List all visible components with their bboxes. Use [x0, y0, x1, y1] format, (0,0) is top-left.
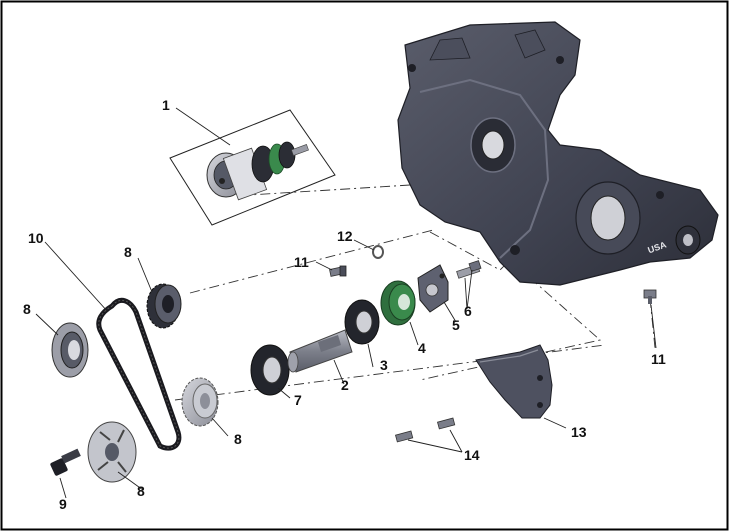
callout-6: 6	[464, 303, 472, 319]
callout-8-seal-ring: 8	[23, 301, 31, 317]
callout-12: 12	[337, 228, 353, 244]
part-4-green-seal	[380, 280, 416, 326]
callout-7: 7	[294, 392, 302, 408]
callout-8-upper-pulley: 8	[124, 244, 132, 260]
part-6-pins	[456, 260, 482, 279]
part-10-timing-belt	[96, 297, 182, 451]
callout-14: 14	[464, 447, 480, 463]
part-7-bearing	[250, 344, 290, 396]
part-14-bolts	[395, 417, 456, 443]
part-11-bolt-right	[643, 289, 657, 304]
callout-8-light-gear: 8	[234, 431, 242, 447]
callout-3: 3	[380, 357, 388, 373]
part-12-washer	[372, 245, 384, 259]
callout-labels: 1 10 8 8 8 8 12 11 11 6 5 4 3 2 7 9 13 1…	[23, 97, 666, 512]
callout-11-right: 11	[651, 351, 666, 367]
part-1-shaft-assembly	[169, 109, 336, 226]
callout-13: 13	[571, 424, 587, 440]
part-8-light-gear	[181, 377, 219, 427]
part-9-bolt	[50, 448, 81, 476]
callout-5: 5	[452, 317, 460, 333]
callout-2: 2	[341, 377, 349, 393]
part-8-flange-disc	[87, 421, 137, 483]
part-11-bolt-upper	[329, 265, 347, 277]
leader-lines	[35, 107, 657, 499]
callout-1: 1	[162, 97, 170, 113]
part-3-bearing	[344, 299, 380, 345]
part-13-cover-plate	[475, 344, 553, 419]
crankcase-housing: USA	[397, 21, 719, 286]
part-8-seal-ring	[51, 322, 89, 378]
callout-4: 4	[418, 340, 426, 356]
callout-10: 10	[28, 230, 44, 246]
part-5-pump-body	[417, 264, 449, 313]
part-1-bounding-box	[169, 109, 336, 226]
callout-8-flange-disc: 8	[137, 483, 145, 499]
callout-9: 9	[59, 496, 67, 512]
part-2-shaft	[287, 329, 353, 373]
callout-11-upper: 11	[294, 254, 309, 270]
part-8-upper-pulley	[146, 283, 182, 329]
